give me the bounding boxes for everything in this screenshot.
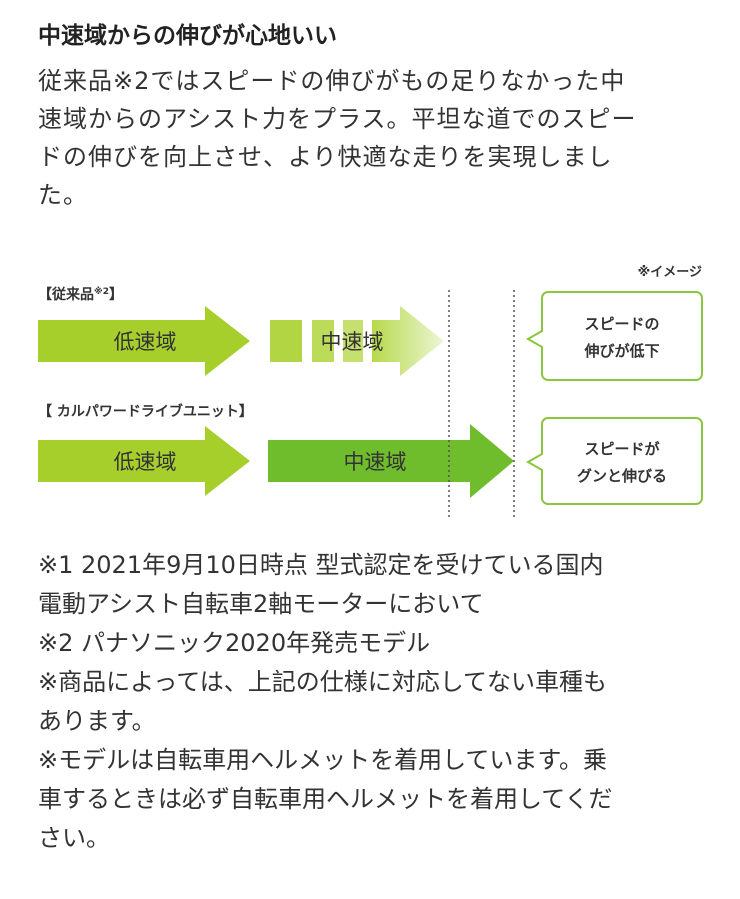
footnotes: ※1 2021年9月10日時点 型式認定を受けている国内 電動アシスト自転車2軸… (38, 546, 718, 858)
row1-label-text: 【従来品 (38, 286, 94, 303)
row1-mid-arrowhead (372, 306, 444, 376)
footnote-line: ※1 2021年9月10日時点 型式認定を受けている国内 (38, 551, 604, 579)
row1-mid-segment (270, 320, 302, 362)
section-heading: 中速域からの伸びが心地いい (38, 23, 337, 49)
lead-paragraph: 従来品※2ではスピードの伸びがもの足りなかった中 速域からのアシスト力をプラス。… (38, 62, 710, 214)
footnote-line: さい。 (38, 824, 110, 852)
footnote-line: 電動アシスト自転車2軸モーターにおいて (38, 590, 484, 618)
lead-line: 従来品※2ではスピードの伸びがもの足りなかった中 (38, 67, 626, 95)
row1-low-label: 低速域 (114, 330, 177, 354)
row2-low-label: 低速域 (114, 450, 177, 474)
row1-mid-segment (312, 320, 334, 362)
row2-label: 【 カルパワードライブユニット】 (38, 403, 253, 420)
lead-line: た。 (38, 181, 88, 209)
row1-mid-segment (343, 320, 363, 362)
row1-mid-label: 中速域 (321, 330, 384, 354)
footnote-line: ※商品によっては、上記の仕様に対応してない車種も (38, 668, 607, 696)
row2-mid-arrow (268, 424, 514, 498)
row1-label-sup: ※2 (94, 286, 109, 297)
footnote-line: ※モデルは自転車用ヘルメットを着用しています。乗 (38, 746, 607, 774)
row1-callout-line1: スピードの (584, 315, 659, 333)
row1-callout-line2: 伸びが低下 (583, 342, 659, 360)
image-note: ※イメージ (638, 265, 702, 280)
row2-mid-label: 中速域 (344, 450, 407, 474)
footnote-line: 車するときは必ず自転車用ヘルメットを着用してくだ (38, 785, 613, 813)
row1-label: 【従来品※2】 (38, 286, 123, 303)
footnote-line: ※2 パナソニック2020年発売モデル (38, 629, 431, 657)
row1-low-arrow (38, 306, 250, 376)
footnote-line: あります。 (38, 707, 156, 735)
row2-callout-line1: スピードが (584, 440, 660, 458)
row2-low-arrow (38, 426, 250, 496)
row2-callout-line2: グンと伸びる (577, 467, 667, 485)
lead-line: 速域からのアシスト力をプラス。平坦な道でのスピー (38, 105, 637, 133)
speed-comparison-diagram: ※イメージ 【従来品※2】 低速域 中速域 【 カルパワードライブユニット】 低… (0, 250, 740, 530)
row2-callout-box (525, 417, 703, 505)
row1-callout-box (525, 291, 703, 381)
lead-line: ドの伸びを向上させ、より快適な走りを実現しまし (38, 143, 613, 171)
row1-label-close: 】 (109, 287, 123, 303)
